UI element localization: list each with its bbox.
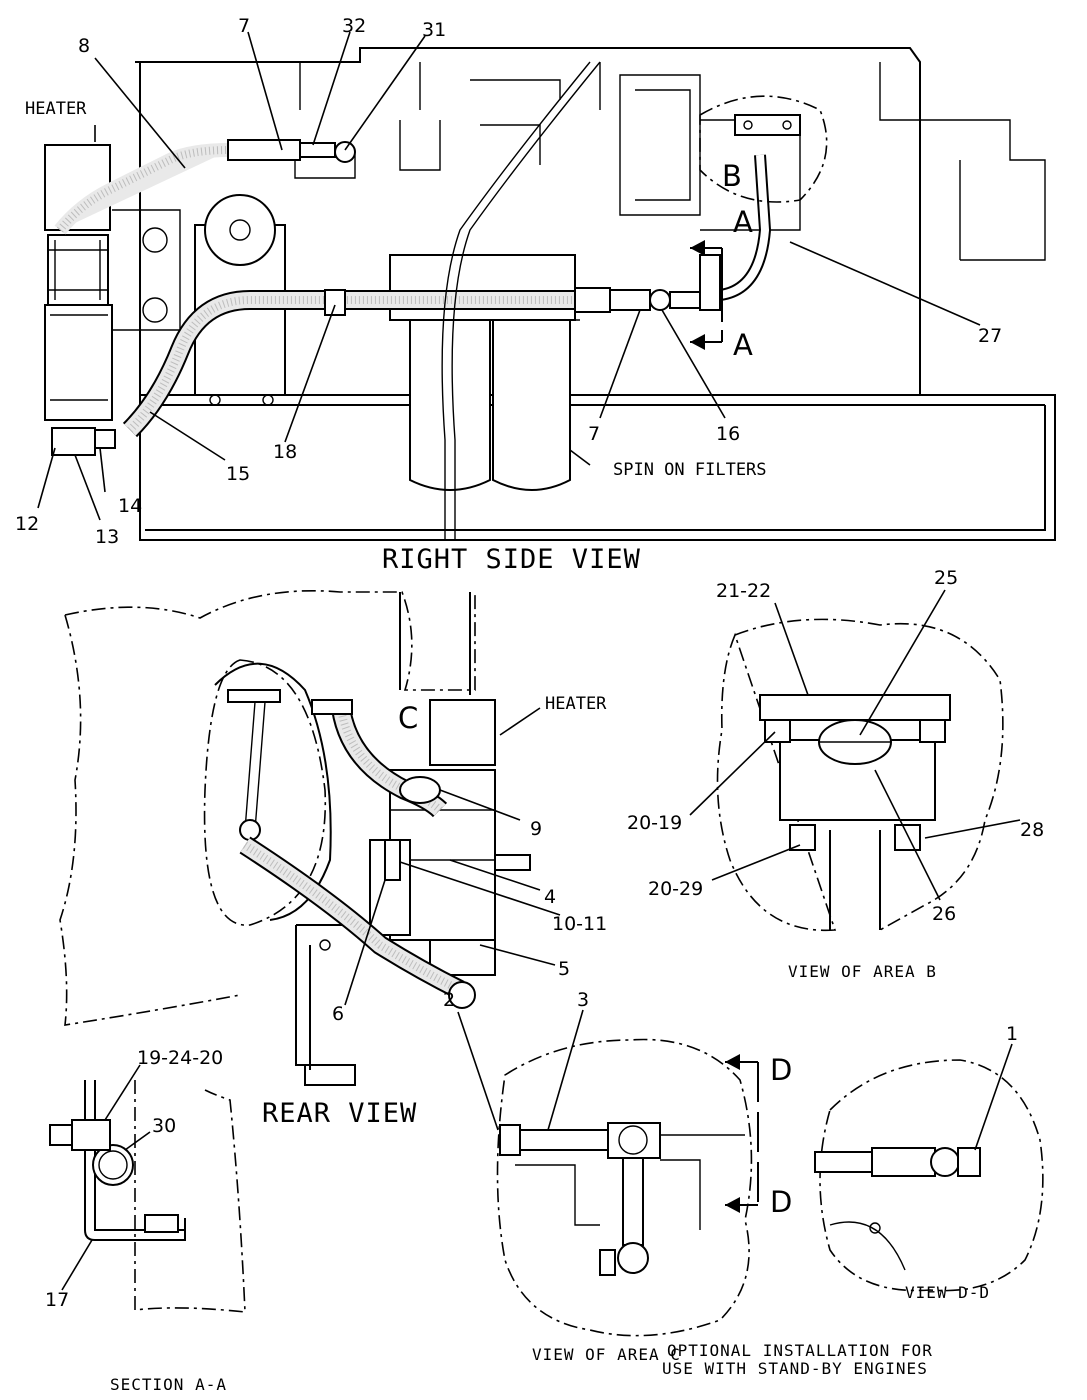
area-b-title: VIEW OF AREA B	[788, 962, 937, 981]
spin-on-filters-label: SPIN ON FILTERS	[613, 460, 767, 480]
area-b-leaders	[689, 589, 1021, 901]
callout-32: 32	[342, 15, 366, 37]
section-d-bottom-marker: D	[770, 1185, 792, 1219]
note-line-2: USE WITH STAND-BY ENGINES	[662, 1359, 928, 1378]
rear-view-title: REAR VIEW	[262, 1098, 417, 1129]
rear-leaders	[344, 707, 561, 1006]
section-a-bottom-marker: A	[733, 328, 753, 362]
area-c-leaders	[457, 1009, 584, 1131]
callout-30: 30	[152, 1115, 176, 1137]
section-a-top-marker: A	[733, 205, 753, 239]
callout-20-19: 20-19	[627, 812, 682, 834]
callout-13: 13	[95, 526, 119, 548]
area-b-view	[716, 618, 1004, 932]
view-d-title: VIEW D-D	[905, 1283, 990, 1302]
callout-28: 28	[1020, 819, 1044, 841]
view-d-view	[814, 1059, 1044, 1292]
callout-21-22: 21-22	[716, 580, 771, 602]
callout-31: 31	[422, 19, 446, 41]
callout-3: 3	[577, 989, 589, 1011]
callout-8: 8	[78, 35, 90, 57]
callout-15: 15	[226, 463, 250, 485]
callout-10-11: 10-11	[552, 913, 607, 935]
right-side-view	[44, 47, 1056, 541]
callout-26: 26	[932, 903, 956, 925]
callout-2: 2	[443, 989, 455, 1011]
callout-7-bottom: 7	[588, 423, 600, 445]
right-side-view-title: RIGHT SIDE VIEW	[382, 544, 641, 575]
right-side-leaders	[37, 31, 981, 521]
callout-4: 4	[544, 886, 556, 908]
heater-label-rear: HEATER	[545, 694, 607, 714]
callout-17: 17	[45, 1289, 69, 1311]
callout-20-29: 20-29	[648, 878, 703, 900]
callout-6: 6	[332, 1003, 344, 1025]
callout-14: 14	[118, 495, 142, 517]
callout-5: 5	[558, 958, 570, 980]
callout-9: 9	[530, 818, 542, 840]
area-b-marker: B	[722, 159, 742, 193]
section-d-top-marker: D	[770, 1053, 792, 1087]
area-c-view	[496, 1038, 759, 1337]
note-line-1: OPTIONAL INSTALLATION FOR	[667, 1341, 933, 1360]
callout-12: 12	[15, 513, 39, 535]
callout-1: 1	[1006, 1023, 1018, 1045]
area-c-title: VIEW OF AREA C	[532, 1345, 681, 1364]
heater-label-right: HEATER	[25, 99, 87, 119]
view-d-leaders	[974, 1043, 1013, 1151]
area-c-marker: C	[398, 701, 418, 735]
callout-7-top: 7	[238, 15, 250, 37]
callout-19-24-20: 19-24-20	[137, 1047, 223, 1069]
section-a-view	[49, 1080, 246, 1313]
callout-18: 18	[273, 441, 297, 463]
section-a-title: SECTION A-A	[110, 1375, 227, 1394]
section-a-leaders	[61, 1064, 151, 1291]
rear-view	[59, 589, 531, 1086]
callout-16: 16	[716, 423, 740, 445]
callout-27: 27	[978, 325, 1002, 347]
callout-25: 25	[934, 567, 958, 589]
